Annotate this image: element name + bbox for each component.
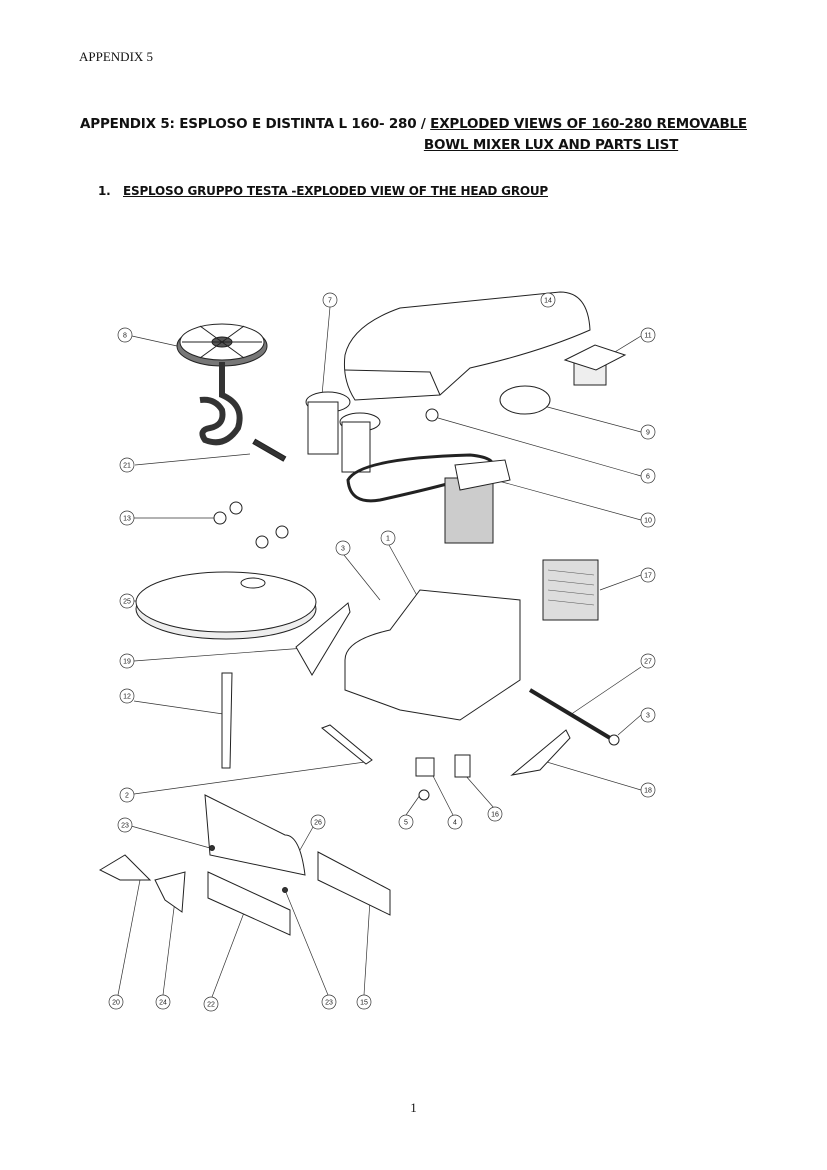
title-line-2: BOWL MIXER LUX AND PARTS LIST <box>423 137 679 153</box>
callout-24: 24 <box>155 994 171 1010</box>
parts <box>98 291 627 936</box>
title-line-1: APPENDIX 5: ESPLOSO E DISTINTA L 160- 28… <box>80 114 747 135</box>
callout-11: 11 <box>640 327 656 343</box>
callout-12: 12 <box>119 688 135 704</box>
callout-23b: 23 <box>321 994 337 1010</box>
svg-text:15: 15 <box>360 1000 368 1007</box>
callout-13: 13 <box>119 510 135 526</box>
svg-text:3: 3 <box>341 546 345 553</box>
page-header: APPENDIX 5 <box>79 49 154 64</box>
callout-9: 9 <box>640 424 656 440</box>
svg-text:18: 18 <box>644 788 652 795</box>
svg-text:11: 11 <box>644 333 651 340</box>
title-part-2: EXPLODED VIEWS OF 160-280 REMOVABLE <box>430 116 747 132</box>
svg-text:14: 14 <box>544 298 552 305</box>
svg-text:1: 1 <box>386 536 390 543</box>
svg-text:24: 24 <box>159 1000 167 1007</box>
callout-5: 5 <box>398 814 414 830</box>
svg-text:17: 17 <box>644 573 652 580</box>
callout-markers: 7 14 8 11 9 21 6 13 10 3 1 17 25 19 27 1… <box>108 292 656 1012</box>
callout-3a: 3 <box>335 540 351 556</box>
svg-text:10: 10 <box>644 518 652 525</box>
document-title: APPENDIX 5: ESPLOSO E DISTINTA L 160- 28… <box>80 114 747 156</box>
svg-text:27: 27 <box>644 659 652 666</box>
callout-25: 25 <box>119 593 135 609</box>
callout-3b: 3 <box>640 707 656 723</box>
svg-text:2: 2 <box>125 793 129 800</box>
svg-text:23: 23 <box>325 1000 333 1007</box>
callout-15: 15 <box>356 994 372 1010</box>
svg-text:6: 6 <box>646 474 650 481</box>
callout-22: 22 <box>203 996 219 1012</box>
svg-text:3: 3 <box>646 713 650 720</box>
callout-23a: 23 <box>117 817 133 833</box>
svg-text:25: 25 <box>123 599 131 606</box>
callout-16: 16 <box>487 806 503 822</box>
callout-8: 8 <box>117 327 133 343</box>
section-number: 1. <box>98 184 111 198</box>
page-number: 1 <box>410 1100 417 1115</box>
svg-text:5: 5 <box>404 820 408 827</box>
section-title: ESPLOSO GRUPPO TESTA -EXPLODED VIEW OF T… <box>123 184 549 198</box>
svg-text:20: 20 <box>112 1000 120 1007</box>
svg-text:4: 4 <box>453 820 457 827</box>
svg-text:26: 26 <box>314 820 322 827</box>
svg-text:12: 12 <box>123 694 131 701</box>
callout-19: 19 <box>119 653 135 669</box>
callout-2: 2 <box>119 787 135 803</box>
callout-6: 6 <box>640 468 656 484</box>
svg-text:8: 8 <box>123 333 127 340</box>
callout-14: 14 <box>540 292 556 308</box>
svg-text:9: 9 <box>646 430 650 437</box>
callout-10: 10 <box>640 512 656 528</box>
callout-4: 4 <box>447 814 463 830</box>
svg-text:13: 13 <box>123 516 131 523</box>
svg-text:16: 16 <box>491 812 499 819</box>
callout-1: 1 <box>380 530 396 546</box>
callout-20: 20 <box>108 994 124 1010</box>
svg-text:21: 21 <box>123 463 131 470</box>
title-part-1: APPENDIX 5: ESPLOSO E DISTINTA L 160- 28… <box>80 116 431 132</box>
svg-text:22: 22 <box>207 1002 215 1009</box>
callout-26: 26 <box>310 814 326 830</box>
callout-17: 17 <box>640 567 656 583</box>
svg-text:23: 23 <box>121 823 129 830</box>
callout-21: 21 <box>119 457 135 473</box>
callout-7: 7 <box>322 292 338 308</box>
callout-27: 27 <box>640 653 656 669</box>
callout-18: 18 <box>640 782 656 798</box>
svg-text:19: 19 <box>123 659 131 666</box>
svg-text:7: 7 <box>328 298 332 305</box>
section-heading: 1. ESPLOSO GRUPPO TESTA -EXPLODED VIEW OF… <box>98 184 548 198</box>
